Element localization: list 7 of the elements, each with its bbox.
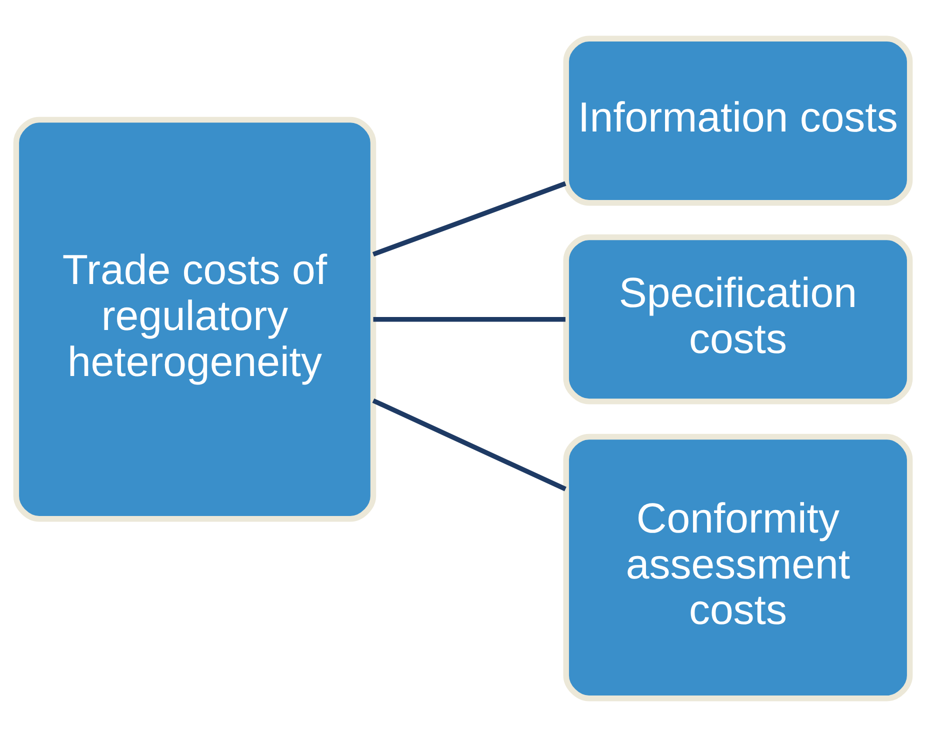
connector <box>372 398 566 491</box>
node-box: Information costs <box>563 35 913 206</box>
node-box: Conformity assessment costs <box>563 433 913 701</box>
connector <box>372 180 566 256</box>
connector <box>373 316 566 322</box>
node-box: Trade costs of regulatory heterogeneity <box>13 116 376 522</box>
node-box: Specification costs <box>563 234 913 404</box>
